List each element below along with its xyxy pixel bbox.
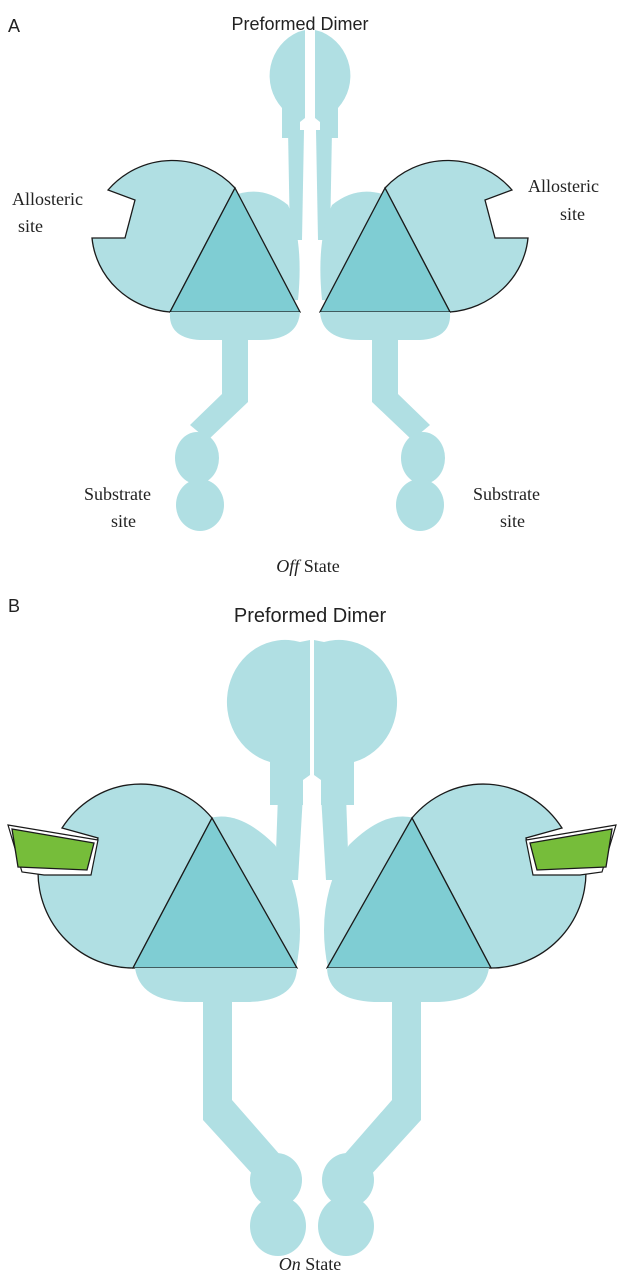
panel-b-letter: B — [8, 596, 20, 616]
panel-b-right-monomer — [314, 640, 616, 1256]
substrate-lobe-lower-left — [250, 1196, 306, 1256]
panel-a-letter: A — [8, 16, 20, 36]
substrate-lobe-lower-right — [318, 1196, 374, 1256]
linker-right — [372, 338, 430, 440]
substrate-site-label-right: Substrate site — [473, 484, 545, 531]
panel-b-title: Preformed Dimer — [234, 605, 387, 627]
dimerization-head-left — [227, 640, 310, 805]
dimerization-head-left — [270, 30, 305, 138]
panel-a: A Preformed Dimer All — [8, 14, 603, 576]
dimerization-head-right — [315, 30, 350, 138]
panel-a-left-monomer — [92, 30, 305, 531]
allosteric-site-label-right: Allosteric site — [528, 176, 603, 224]
panel-a-right-monomer — [315, 30, 528, 531]
substrate-lobe-upper-left — [175, 432, 219, 484]
substrate-lobe-lower-left — [176, 479, 224, 531]
linker-left — [190, 338, 248, 440]
panel-a-state-label: Off State — [276, 556, 340, 576]
panel-b: B Preformed Dimer — [8, 596, 616, 1274]
panel-b-state-label: On State — [279, 1254, 342, 1274]
panel-b-left-monomer — [8, 640, 310, 1256]
allosteric-site-label-left: Allosteric site — [12, 189, 87, 236]
base-lobe-right — [327, 968, 489, 1002]
base-lobe-left — [135, 968, 297, 1002]
substrate-lobe-upper-right — [401, 432, 445, 484]
base-lobe-left — [170, 312, 300, 340]
base-lobe-right — [320, 312, 450, 340]
panel-a-title: Preformed Dimer — [231, 14, 368, 34]
dimerization-head-right — [314, 640, 397, 805]
substrate-lobe-lower-right — [396, 479, 444, 531]
substrate-site-label-left: Substrate site — [84, 484, 156, 531]
